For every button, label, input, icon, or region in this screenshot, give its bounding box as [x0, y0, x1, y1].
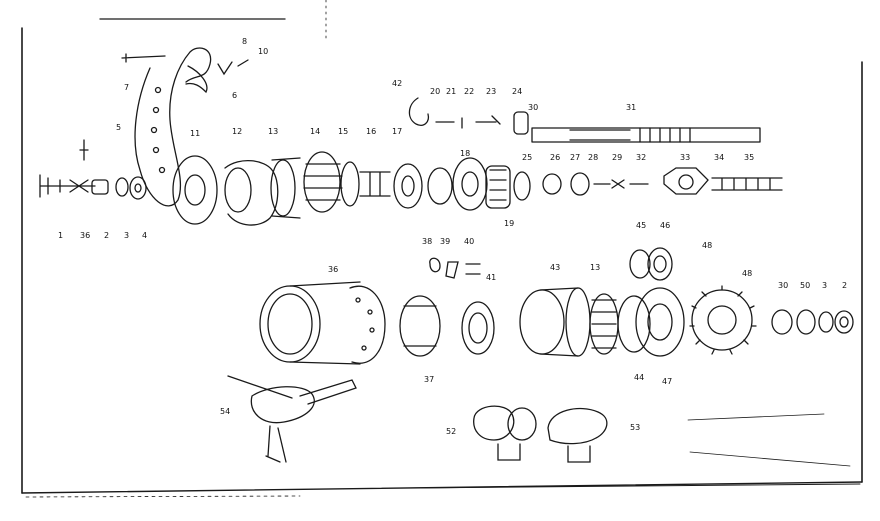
- part-labels: 1 36 2 3 4 5 7 6 8 10 11 12 13 14 15 16 …: [58, 37, 847, 436]
- label-22: 22: [464, 87, 474, 96]
- label-6: 6: [232, 91, 237, 100]
- label-24: 24: [512, 87, 522, 96]
- label-37: 37: [424, 375, 434, 384]
- label-4: 4: [142, 231, 147, 240]
- pawl-parts: [429, 257, 481, 279]
- shift-lever: [227, 375, 357, 463]
- label-17: 17: [392, 127, 402, 136]
- label-25: 25: [522, 153, 532, 162]
- label-40: 40: [464, 237, 474, 246]
- label-32: 32: [636, 153, 646, 162]
- label-38: 38: [422, 237, 432, 246]
- left-axle-parts: [39, 139, 147, 200]
- brake-arm: [121, 47, 249, 207]
- label-45: 45: [636, 221, 646, 230]
- planet-carrier: [519, 287, 619, 357]
- label-52: 52: [446, 427, 456, 436]
- label-3-right: 3: [822, 281, 827, 290]
- sprocket: [689, 285, 757, 355]
- label-47: 47: [662, 377, 672, 386]
- label-33: 33: [680, 153, 690, 162]
- small-pins: [408, 97, 529, 135]
- label-42: 42: [392, 79, 402, 88]
- label-20: 20: [430, 87, 440, 96]
- label-30-right: 30: [778, 281, 788, 290]
- label-44: 44: [634, 373, 644, 382]
- label-11: 11: [190, 129, 200, 138]
- label-36-hub: 36: [328, 265, 338, 274]
- main-axle: [531, 127, 761, 143]
- label-30: 30: [528, 103, 538, 112]
- label-1: 1: [58, 231, 63, 240]
- brake-cones: [172, 155, 301, 226]
- label-54: 54: [220, 407, 230, 416]
- label-53: 53: [630, 423, 640, 432]
- label-10: 10: [258, 47, 268, 56]
- right-locknuts: [771, 309, 854, 335]
- label-41: 41: [486, 273, 496, 282]
- label-2: 2: [104, 231, 109, 240]
- label-12: 12: [232, 127, 242, 136]
- clutch-parts: [393, 157, 531, 211]
- label-21: 21: [446, 87, 456, 96]
- label-34: 34: [714, 153, 724, 162]
- label-16: 16: [366, 127, 376, 136]
- label-29: 29: [612, 153, 622, 162]
- right-axle-parts: [542, 167, 783, 196]
- label-27: 27: [570, 153, 580, 162]
- label-14: 14: [310, 127, 320, 136]
- scan-streak: [687, 413, 851, 467]
- hub-shell: [259, 281, 495, 365]
- label-23: 23: [486, 87, 496, 96]
- label-48-top: 48: [702, 241, 712, 250]
- label-43: 43: [550, 263, 560, 272]
- label-28: 28: [588, 153, 598, 162]
- label-19: 19: [504, 219, 514, 228]
- cable-clips: [473, 405, 608, 463]
- label-2-right: 2: [842, 281, 847, 290]
- label-46: 46: [660, 221, 670, 230]
- label-8: 8: [242, 37, 247, 46]
- brake-shoes: [303, 151, 391, 213]
- ring-gear-parts: [617, 247, 685, 357]
- label-18: 18: [460, 149, 470, 158]
- label-13: 13: [268, 127, 278, 136]
- label-15: 15: [338, 127, 348, 136]
- label-39: 39: [440, 237, 450, 246]
- label-26: 26: [550, 153, 560, 162]
- label-36: 36: [80, 231, 90, 240]
- label-35: 35: [744, 153, 754, 162]
- label-7: 7: [124, 83, 129, 92]
- label-31: 31: [626, 103, 636, 112]
- scan-dotted-line: [25, 495, 301, 498]
- label-5: 5: [116, 123, 121, 132]
- label-13-carrier: 13: [590, 263, 600, 272]
- scan-bottom-line: [409, 483, 861, 489]
- label-48: 48: [742, 269, 752, 278]
- label-50: 50: [800, 281, 810, 290]
- label-3: 3: [124, 231, 129, 240]
